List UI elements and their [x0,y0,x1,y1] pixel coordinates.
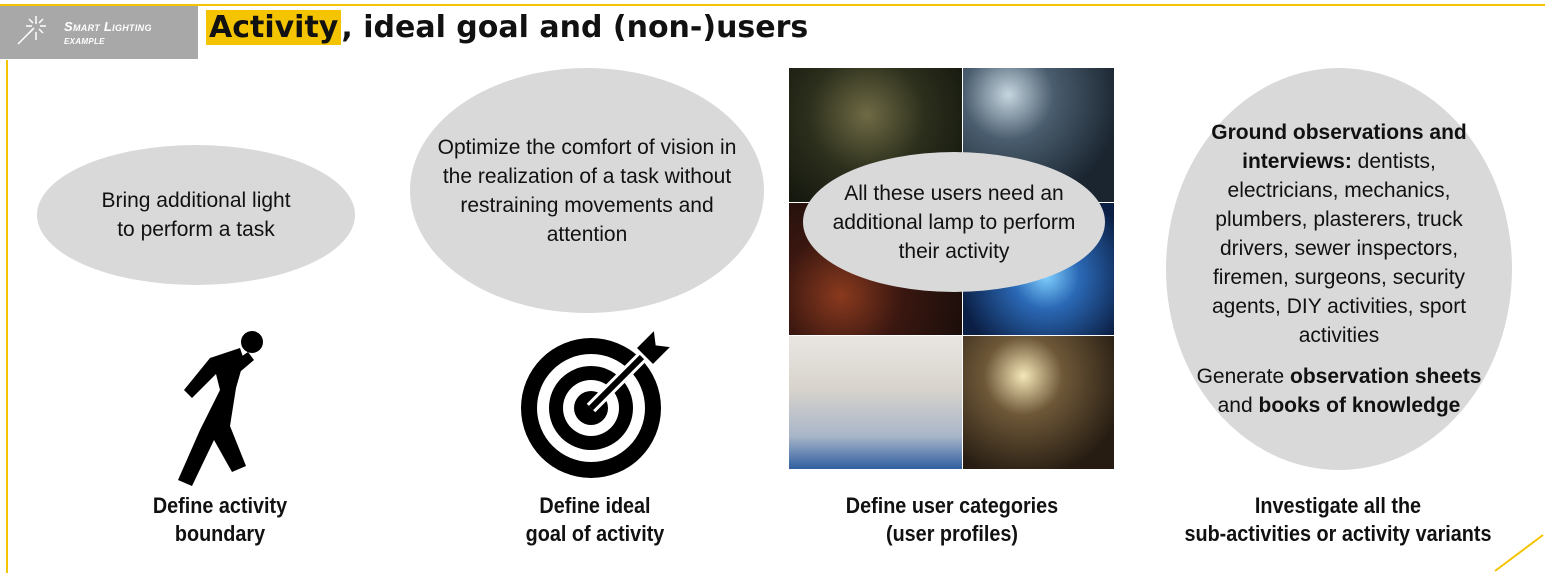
photo-workshop-worker [963,336,1114,469]
observations-heading: Ground observations and interviews: [1211,121,1467,173]
caption-line: (user profiles) [885,521,1019,546]
generate-and: and [1217,394,1259,417]
activity-bubble: Bring additional light to perform a task [37,145,355,285]
caption-activity: Define activity boundary [112,492,328,548]
smart-lighting-badge: Smart Lighting example [0,6,198,59]
stretching-person-icon [178,331,263,486]
users-bubble-text: All these users need an additional lamp … [832,181,1076,263]
users-bubble: All these users need an additional lamp … [803,152,1105,292]
generate-prefix: Generate [1196,365,1290,388]
title-rest: , ideal goal and (non-)users [341,10,809,45]
caption-line: Define activity [152,493,288,518]
observations-text: Ground observations and interviews: dent… [1189,118,1489,350]
caption-line: Define user categories [845,493,1059,518]
goal-bubble-text: Optimize the comfort of vision in the re… [437,135,737,246]
caption-goal: Define ideal goal of activity [487,492,703,548]
books-of-knowledge: books of knowledge [1258,394,1461,417]
photo-plumber-under-sink [789,336,962,469]
activity-bubble-text: Bring additional light to perform a task [101,189,291,241]
observations-bubble: Ground observations and interviews: dent… [1166,68,1512,470]
title-highlight: Activity [206,10,342,45]
caption-line: boundary [174,521,266,546]
caption-line: goal of activity [525,521,665,546]
caption-users: Define user categories (user profiles) [826,492,1078,548]
caption-line: Define ideal [539,493,651,518]
badge-title: Smart Lighting [64,19,152,34]
badge-subtitle: example [64,35,105,47]
frame-left-line [6,60,8,573]
caption-investigate: Investigate all the sub-activities or ac… [1149,492,1527,548]
caption-line: Investigate all the [1254,493,1422,518]
frame-corner-line [1494,534,1544,572]
page-title: Activity, ideal goal and (non-)users [206,10,808,46]
goal-bubble: Optimize the comfort of vision in the re… [410,68,764,313]
caption-line: sub-activities or activity variants [1184,521,1492,546]
frame-top-line [0,4,1545,6]
observations-list: dentists, electricians, mechanics, plumb… [1211,150,1467,347]
observation-sheets: observation sheets [1290,365,1482,388]
sparkle-icon [17,16,46,45]
target-arrow-icon [521,324,675,478]
generate-text: Generate observation sheets and books of… [1189,362,1489,420]
